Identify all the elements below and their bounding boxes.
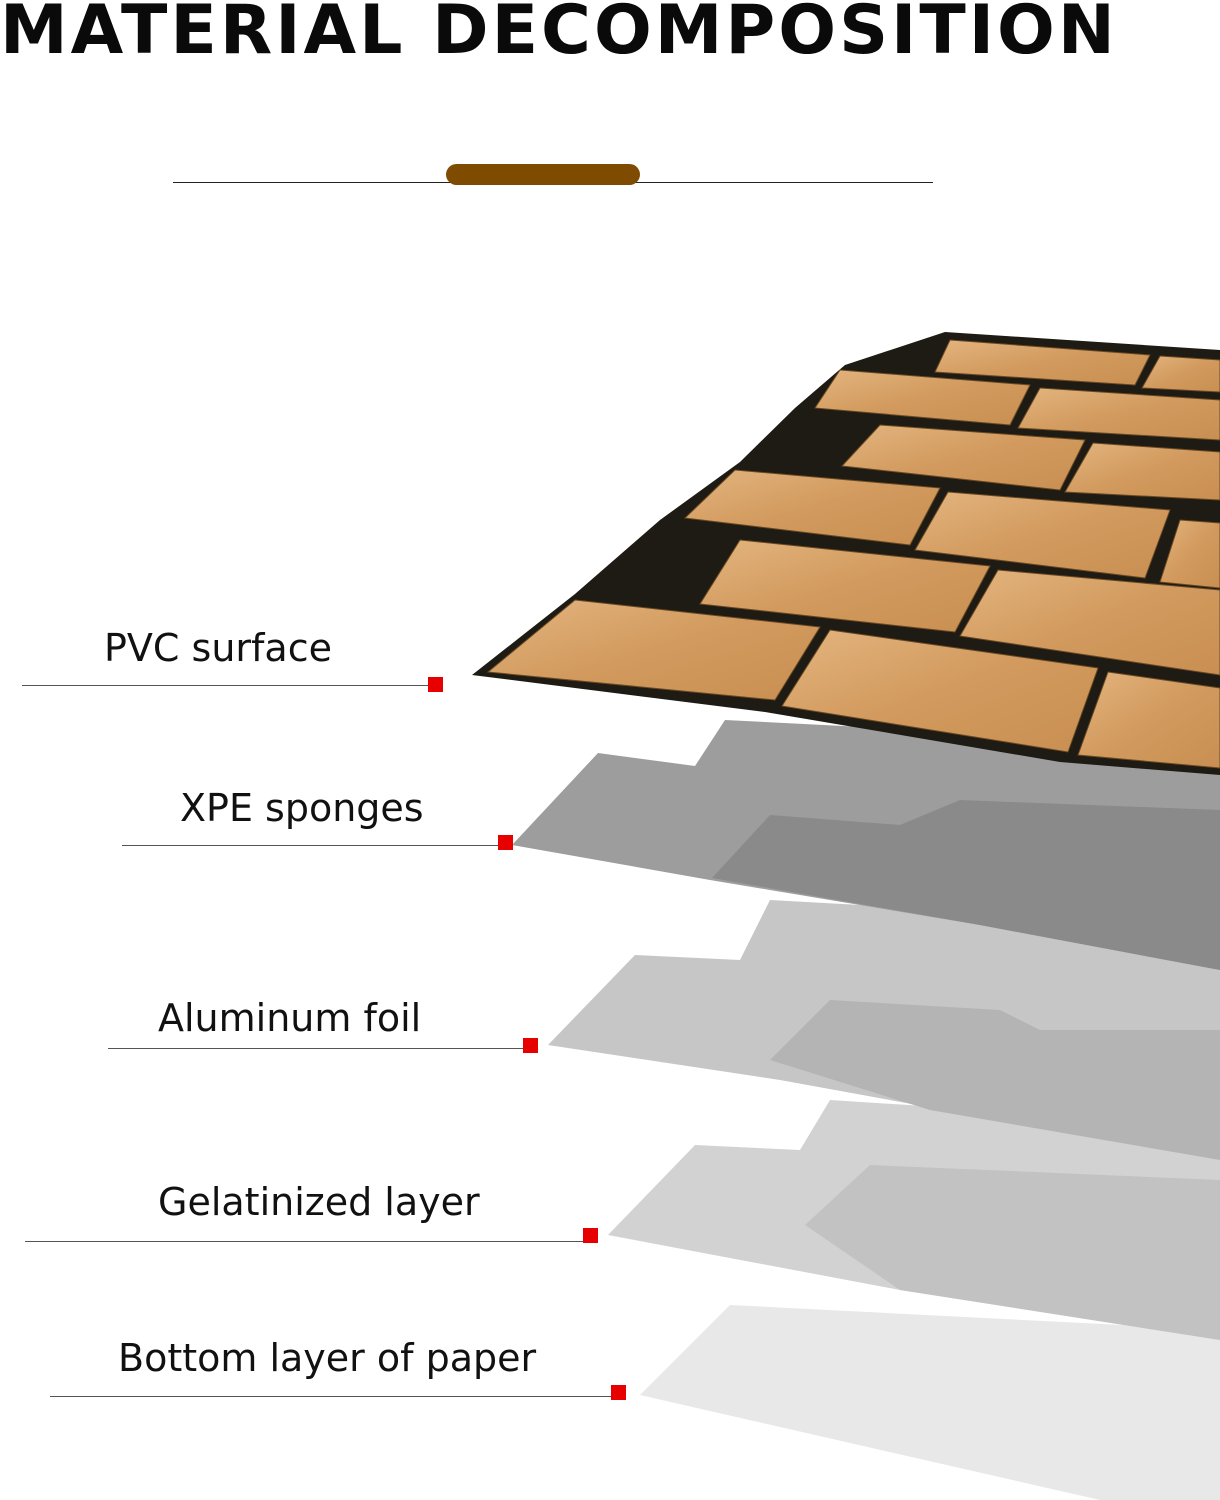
pvc-tile <box>959 569 1220 676</box>
layer-label-xpe-sponges: XPE sponges <box>180 786 424 830</box>
leader-line-pvc-surface <box>22 685 437 686</box>
pvc-tile <box>486 599 821 701</box>
leader-line-xpe-sponges <box>122 845 505 846</box>
pvc-tile <box>840 424 1086 491</box>
pvc-tile <box>1017 387 1220 441</box>
xpe-sponge-shade <box>712 800 1220 970</box>
pvc-tile <box>699 539 991 633</box>
aluminum-foil-shade <box>770 1000 1220 1160</box>
paper-layer-sheet <box>640 1305 1220 1500</box>
pvc-tile <box>914 491 1171 579</box>
layer-label-aluminum-foil: Aluminum foil <box>158 996 422 1040</box>
pvc-tile <box>1159 519 1220 589</box>
title-divider-accent <box>446 164 640 185</box>
marker-pvc-surface <box>428 677 443 692</box>
layer-label-pvc-surface: PVC surface <box>104 626 332 670</box>
pvc-tile <box>1064 442 1220 501</box>
pvc-tile <box>683 469 941 546</box>
leader-line-gelatinized-layer <box>25 1241 590 1242</box>
marker-gelatinized-layer <box>583 1228 598 1243</box>
gelatinized-layer-shade <box>805 1165 1220 1340</box>
marker-aluminum-foil <box>523 1038 538 1053</box>
pvc-tile <box>934 339 1151 386</box>
marker-xpe-sponges <box>498 835 513 850</box>
pvc-tiles <box>486 339 1220 769</box>
page-title: MATERIAL DECOMPOSITION <box>0 0 1118 70</box>
pvc-tile <box>814 369 1031 426</box>
layer-label-bottom-paper: Bottom layer of paper <box>118 1336 537 1380</box>
layer-label-gelatinized-layer: Gelatinized layer <box>158 1180 480 1224</box>
pvc-tile <box>1077 671 1220 769</box>
pvc-tile <box>1141 355 1220 393</box>
leader-line-aluminum-foil <box>108 1048 530 1049</box>
marker-bottom-paper <box>611 1385 626 1400</box>
leader-line-bottom-paper <box>50 1396 618 1397</box>
pvc-tile <box>781 629 1099 753</box>
